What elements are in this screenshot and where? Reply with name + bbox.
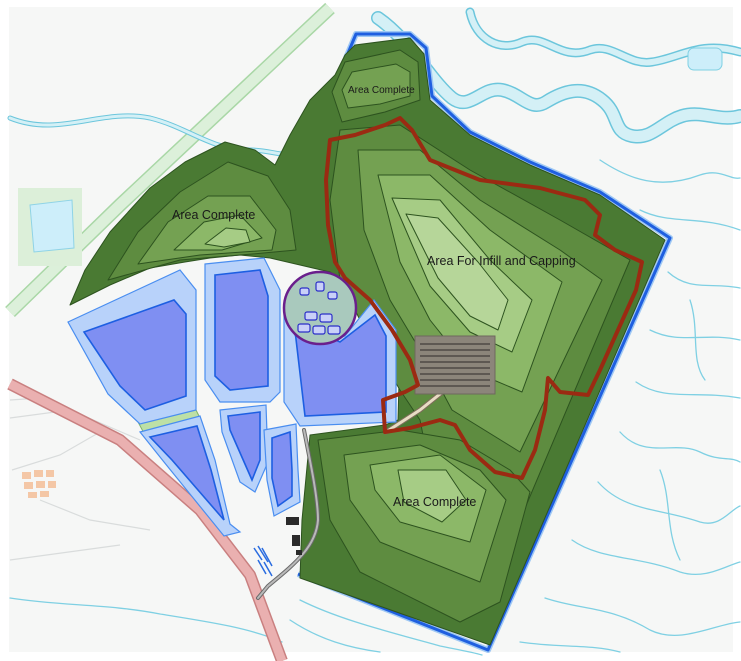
bottom-area-contour-4: [397, 469, 467, 523]
site-vehicles: [286, 517, 302, 555]
lagoon-2: [214, 269, 269, 391]
label-top-area: Area Complete: [348, 85, 415, 96]
main-road: [7, 378, 288, 661]
treatment-plant: [282, 270, 358, 346]
rivers: [7, 7, 741, 656]
lagoon-6: [271, 430, 293, 508]
label-bottom-area: Area Complete: [393, 495, 476, 509]
label-infill-area: Area For Infill and Capping: [427, 254, 576, 268]
green-corridor: [5, 2, 335, 318]
infill-area-contour-5: [405, 213, 509, 331]
hatched-area-small: [253, 545, 273, 577]
lagoon-4: [148, 425, 225, 521]
lagoon-1: [82, 299, 187, 411]
buildings: [22, 470, 56, 498]
landfill-contours: [69, 37, 666, 646]
left-area-contour-4: [204, 227, 251, 248]
infill-capping-boundary: [324, 116, 644, 480]
treatment-tanks: [297, 281, 341, 335]
site-boundary-line: [297, 32, 672, 652]
works-compound: [414, 335, 496, 395]
label-left-area: Area Complete: [172, 208, 255, 222]
lagoon-5: [227, 411, 261, 483]
top-area-contour-inner: [341, 63, 411, 109]
